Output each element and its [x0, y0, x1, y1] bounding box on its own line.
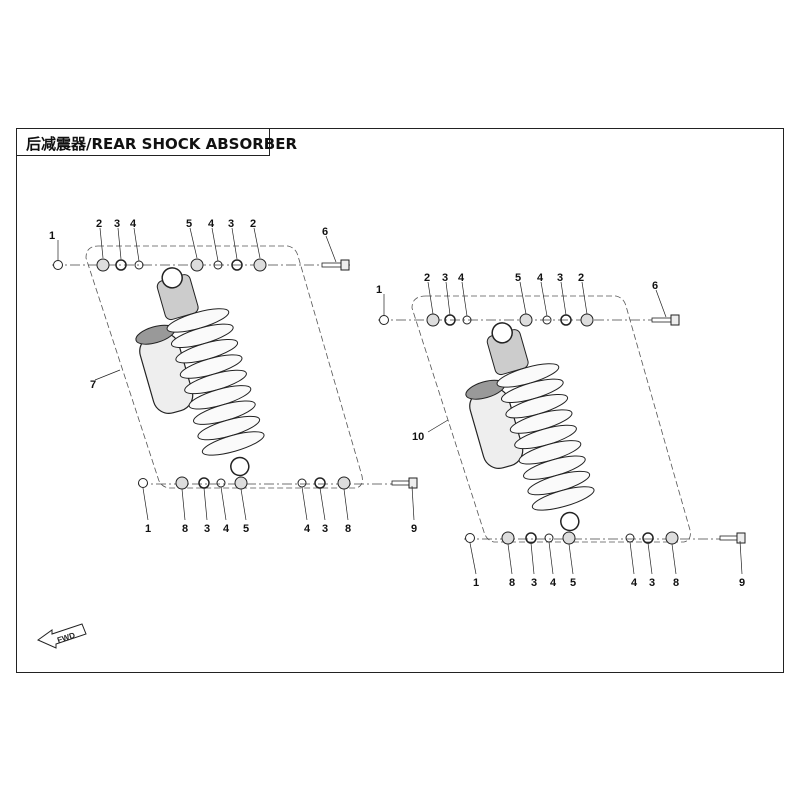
sleeve-part-8 — [175, 476, 189, 490]
sleeve-part-2 — [580, 313, 594, 327]
shock-absorber-left — [135, 267, 265, 477]
callout-top-4: 4 — [458, 272, 465, 284]
shock-assembly-right: 10 1 2 3 4 5 4 3 2 6 1 8 3 4 5 4 3 8 9 — [376, 272, 746, 589]
oring-part-3 — [642, 532, 654, 544]
oring-part-3 — [198, 477, 210, 489]
callout-top-3: 3 — [114, 218, 120, 230]
callout-bottom-2: 8 — [182, 523, 188, 535]
assembly-outline — [85, 245, 363, 489]
nut-part-1 — [379, 315, 389, 325]
assembly-outline — [411, 295, 691, 543]
callout-bottom-7: 3 — [322, 523, 328, 535]
nut-part-1 — [138, 478, 148, 488]
callout-top-2: 2 — [96, 218, 102, 230]
diagram-frame — [16, 128, 784, 673]
bushing-part-5 — [234, 476, 248, 490]
shock-absorber-right — [465, 322, 595, 532]
bolt-part-9 — [391, 477, 418, 489]
oring-part-3 — [231, 259, 243, 271]
callout-top-7: 3 — [557, 272, 563, 284]
callout-bottom-9: 9 — [411, 523, 417, 535]
callout-top-3: 3 — [442, 272, 448, 284]
washer-part-4 — [544, 533, 554, 543]
callout-top-5: 5 — [186, 218, 192, 230]
sleeve-part-2 — [253, 258, 267, 272]
washer-part-4 — [216, 478, 226, 488]
callout-top-5: 5 — [515, 272, 521, 284]
callout-top-9: 6 — [322, 226, 328, 238]
top-hardware-left — [53, 258, 350, 272]
callout-top-4: 4 — [130, 218, 137, 230]
callout-top-1: 1 — [376, 284, 382, 296]
callout-bottom-2: 8 — [509, 577, 515, 589]
nut-part-1 — [465, 533, 475, 543]
bolt-part-6 — [321, 259, 350, 271]
sleeve-part-8 — [665, 531, 679, 545]
callout-bottom-6: 4 — [631, 577, 638, 589]
callout-top-6: 4 — [208, 218, 215, 230]
sleeve-part-8 — [337, 476, 351, 490]
callout-bottom-5: 5 — [243, 523, 249, 535]
callout-top-7: 3 — [228, 218, 234, 230]
bolt-part-6 — [651, 314, 680, 326]
bottom-eye — [230, 456, 250, 477]
top-eye — [491, 322, 513, 344]
callout-bottom-3: 3 — [531, 577, 537, 589]
oring-part-3 — [525, 532, 537, 544]
fwd-arrow-icon: FWD — [36, 623, 87, 649]
coil-spring — [496, 363, 595, 511]
callout-bottom-4: 4 — [550, 577, 557, 589]
callout-top-2: 2 — [424, 272, 430, 284]
top-eye — [161, 267, 183, 289]
coil-spring — [166, 308, 265, 456]
callout-bottom-8: 8 — [673, 577, 679, 589]
callout-top-6: 4 — [537, 272, 544, 284]
oring-part-3 — [314, 477, 326, 489]
callout-top-8: 2 — [578, 272, 584, 284]
bushing-part-5 — [562, 531, 576, 545]
bushing-part-5 — [519, 313, 533, 327]
page-title: 后减震器/REAR SHOCK ABSORBER — [26, 135, 297, 153]
callout-top-9: 6 — [652, 280, 658, 292]
shock-assembly-left: 7 1 2 3 4 5 4 3 2 6 1 8 3 4 5 4 3 8 9 — [49, 218, 418, 535]
callout-top-8: 2 — [250, 218, 256, 230]
callout-bottom-1: 1 — [473, 577, 479, 589]
bushing-part-5 — [190, 258, 204, 272]
callout-bottom-5: 5 — [570, 577, 576, 589]
callout-assembly: 10 — [412, 431, 424, 443]
callout-bottom-1: 1 — [145, 523, 151, 535]
callout-bottom-6: 4 — [304, 523, 311, 535]
sleeve-part-8 — [501, 531, 515, 545]
callout-top-1: 1 — [49, 230, 55, 242]
oring-part-3 — [115, 259, 127, 271]
nut-part-1 — [53, 260, 63, 270]
washer-part-4 — [625, 533, 635, 543]
bottom-eye — [560, 511, 580, 532]
washer-part-4 — [297, 478, 307, 488]
bottom-hardware-left — [138, 476, 418, 490]
sleeve-part-2 — [426, 313, 440, 327]
callout-bottom-9: 9 — [739, 577, 745, 589]
callout-bottom-3: 3 — [204, 523, 210, 535]
callout-assembly: 7 — [90, 379, 96, 391]
callout-bottom-8: 8 — [345, 523, 351, 535]
callout-bottom-7: 3 — [649, 577, 655, 589]
sleeve-part-2 — [96, 258, 110, 272]
callout-bottom-4: 4 — [223, 523, 230, 535]
bolt-part-9 — [719, 532, 746, 544]
title-box — [16, 128, 270, 156]
